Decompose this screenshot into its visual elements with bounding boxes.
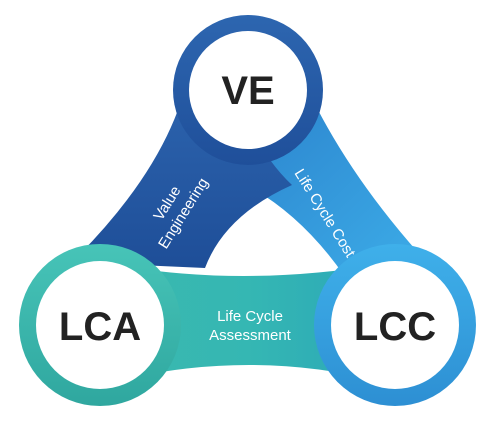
- node-lca-label: LCA: [59, 305, 141, 349]
- node-ve: VE: [173, 15, 323, 165]
- node-ve-label: VE: [221, 69, 274, 113]
- node-lca: LCA: [19, 244, 181, 406]
- life-cycle-assessment-line1: Life Cycle: [217, 308, 283, 325]
- node-lcc-label: LCC: [354, 305, 436, 349]
- life-cycle-assessment-line2: Assessment: [209, 327, 292, 344]
- node-lcc: LCC: [314, 244, 476, 406]
- life-cycle-assessment-label: Life Cycle Assessment: [209, 308, 292, 344]
